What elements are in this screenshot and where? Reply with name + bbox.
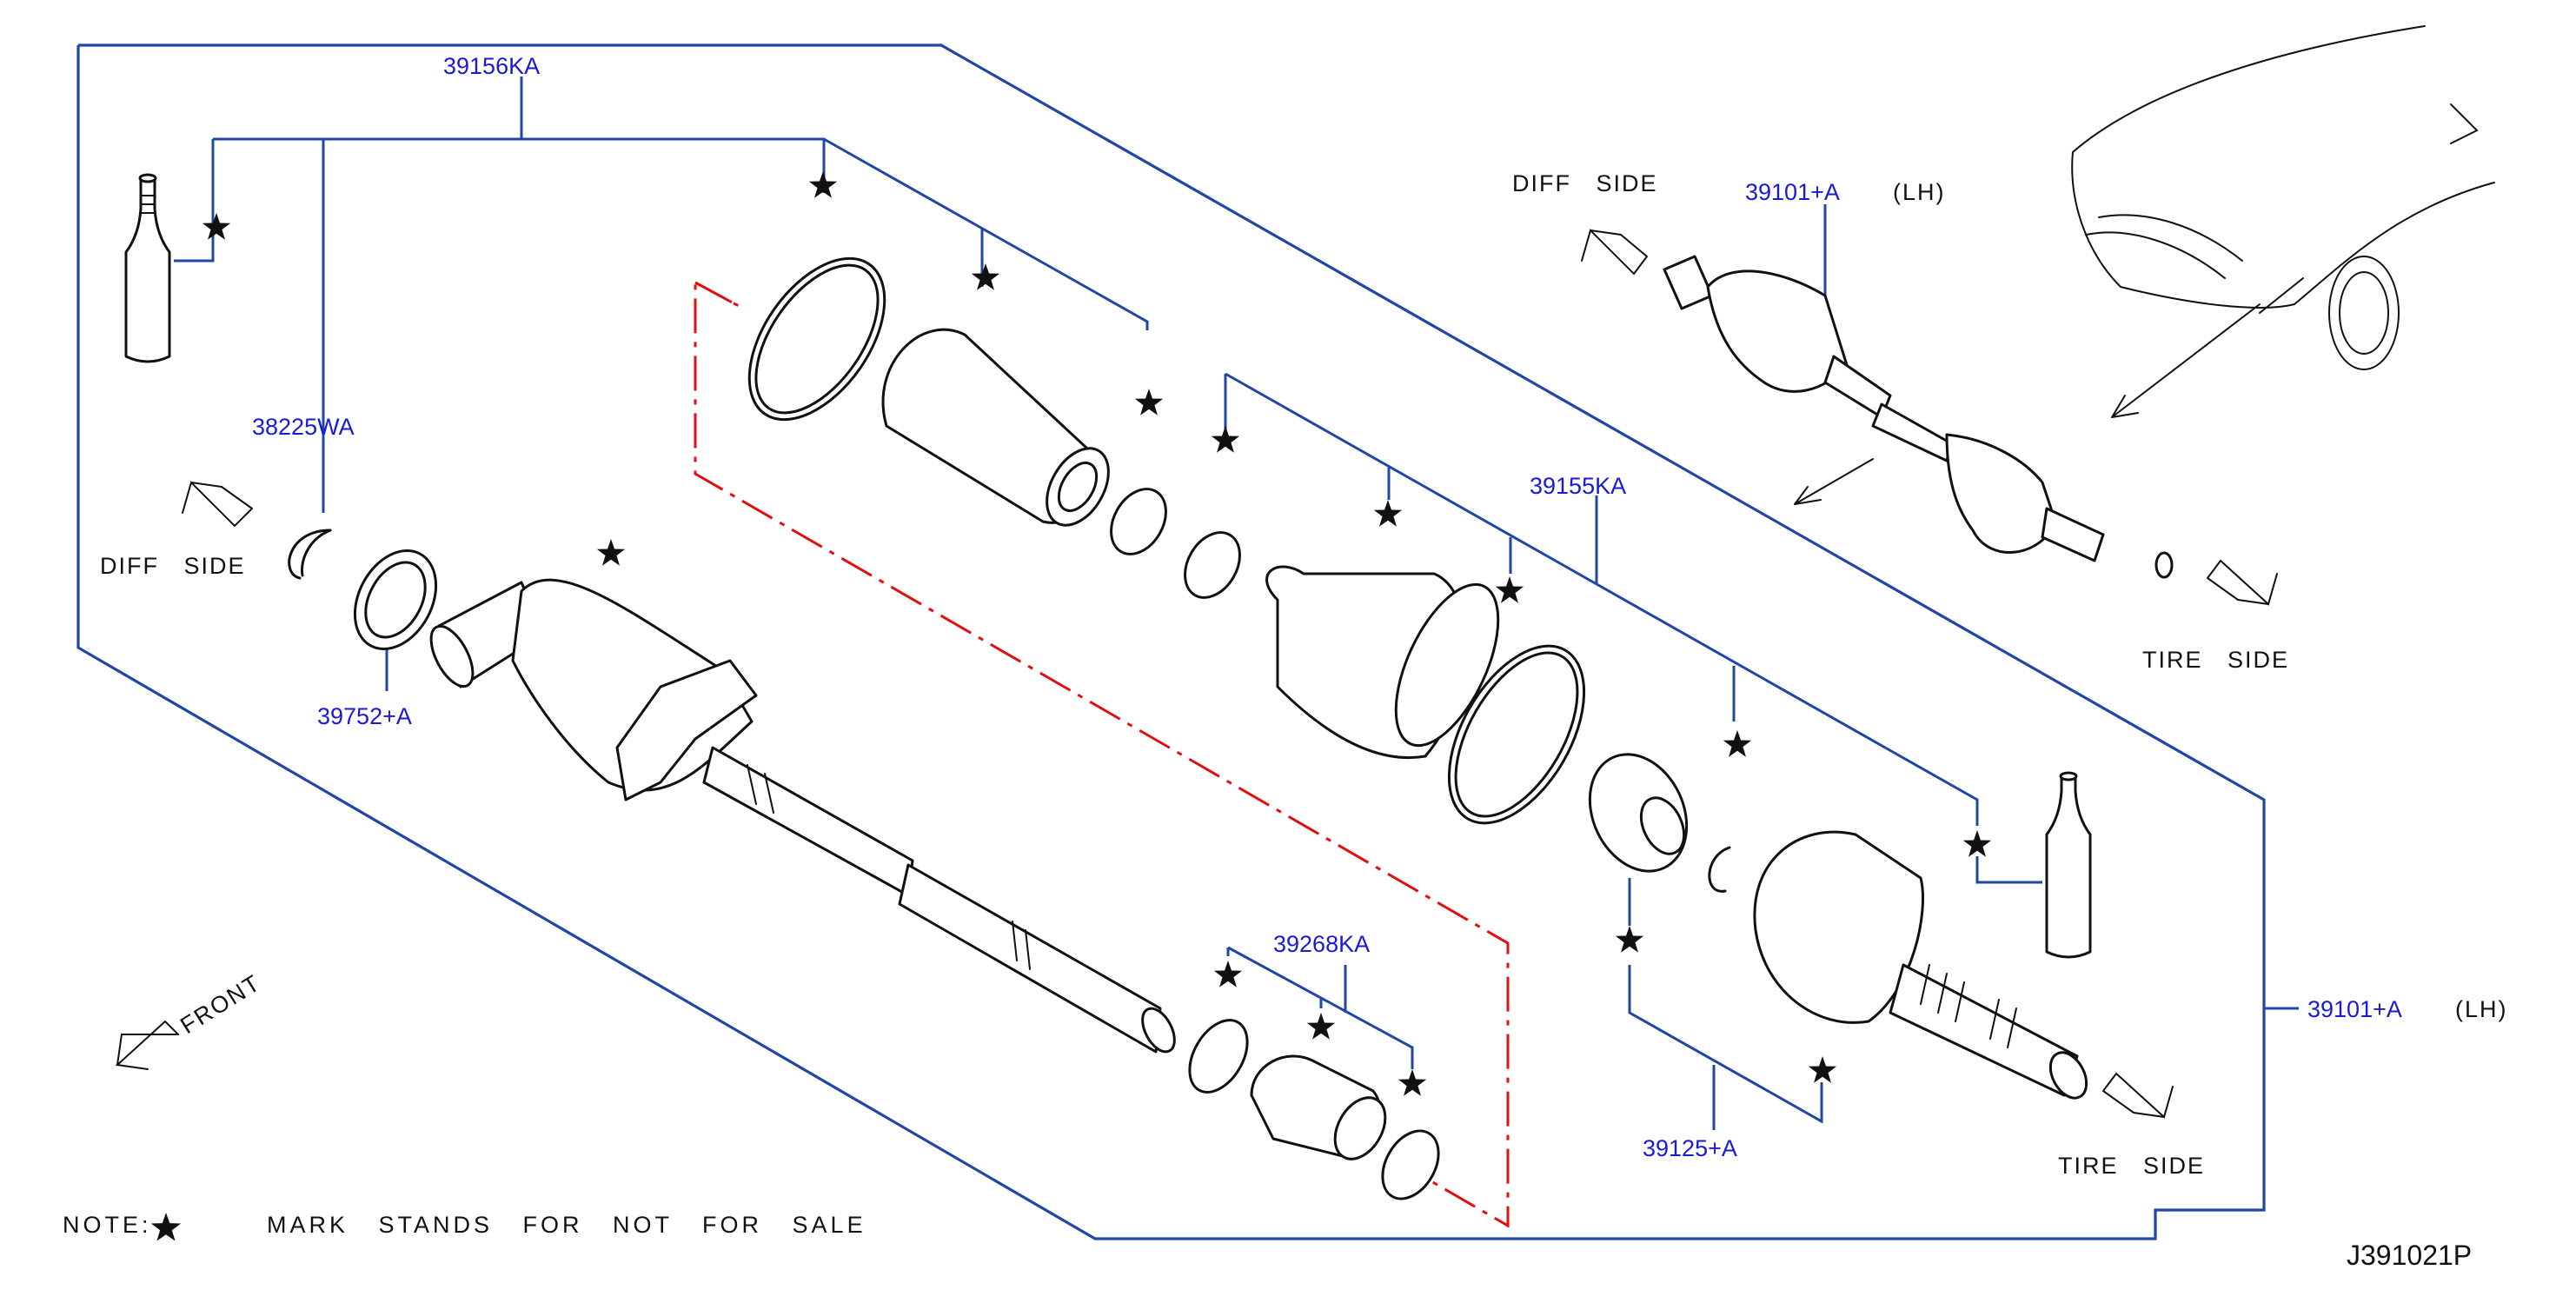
boot-band-small xyxy=(1110,488,1241,599)
lh-label-main: (LH) xyxy=(2455,996,2508,1022)
assembly-frame xyxy=(76,43,2266,1240)
part-label-39101A-overview[interactable]: 39101+A xyxy=(1745,179,1840,205)
part-label-39156KA[interactable]: 39156KA xyxy=(443,53,540,79)
diagram-code: J391021P xyxy=(2347,1240,2472,1271)
snap-ring xyxy=(288,529,332,580)
leader-lines xyxy=(174,76,2299,1130)
part-label-39125A[interactable]: 39125+A xyxy=(1643,1135,1737,1161)
ball-cage xyxy=(1588,753,1689,873)
boot-outer xyxy=(881,328,1110,527)
outer-joint xyxy=(1753,830,2088,1100)
front-label: FRONT xyxy=(176,969,265,1039)
note-text: MARK STANDS FOR NOT FOR SALE xyxy=(267,1212,866,1238)
lh-label-overview: (LH) xyxy=(1893,179,1946,205)
grease-tube-left xyxy=(124,173,171,363)
part-label-39268KA[interactable]: 39268KA xyxy=(1273,931,1370,957)
car-sketch xyxy=(2071,25,2495,370)
not-for-sale-stars xyxy=(150,171,1992,1241)
phantom-line xyxy=(694,280,1510,1228)
diff-side-label-left: DIFF SIDE xyxy=(100,553,246,579)
direction-arrows xyxy=(115,229,2278,1119)
boot-band-large xyxy=(747,256,886,422)
boot-band-inner xyxy=(1447,644,1586,825)
diff-side-label-overview: DIFF SIDE xyxy=(1512,170,1658,196)
boot-inner xyxy=(1265,565,1500,759)
overview-shaft xyxy=(1663,255,2174,579)
part-label-38225WA[interactable]: 38225WA xyxy=(252,414,355,440)
circlip xyxy=(1708,846,1731,893)
part-label-39155KA[interactable]: 39155KA xyxy=(1530,473,1626,499)
part-label-39101A-main[interactable]: 39101+A xyxy=(2307,996,2402,1022)
part-label-39752A[interactable]: 39752+A xyxy=(317,703,412,729)
oil-seal xyxy=(353,549,438,651)
boot-kit-center xyxy=(1188,1019,1440,1200)
note-prefix: NOTE: xyxy=(63,1212,152,1238)
tire-side-label-overview: TIRE SIDE xyxy=(2142,647,2289,673)
tire-side-label-main: TIRE SIDE xyxy=(2058,1153,2205,1179)
grease-tube-right xyxy=(2045,771,2092,959)
inner-joint-and-shaft xyxy=(429,578,1176,1054)
